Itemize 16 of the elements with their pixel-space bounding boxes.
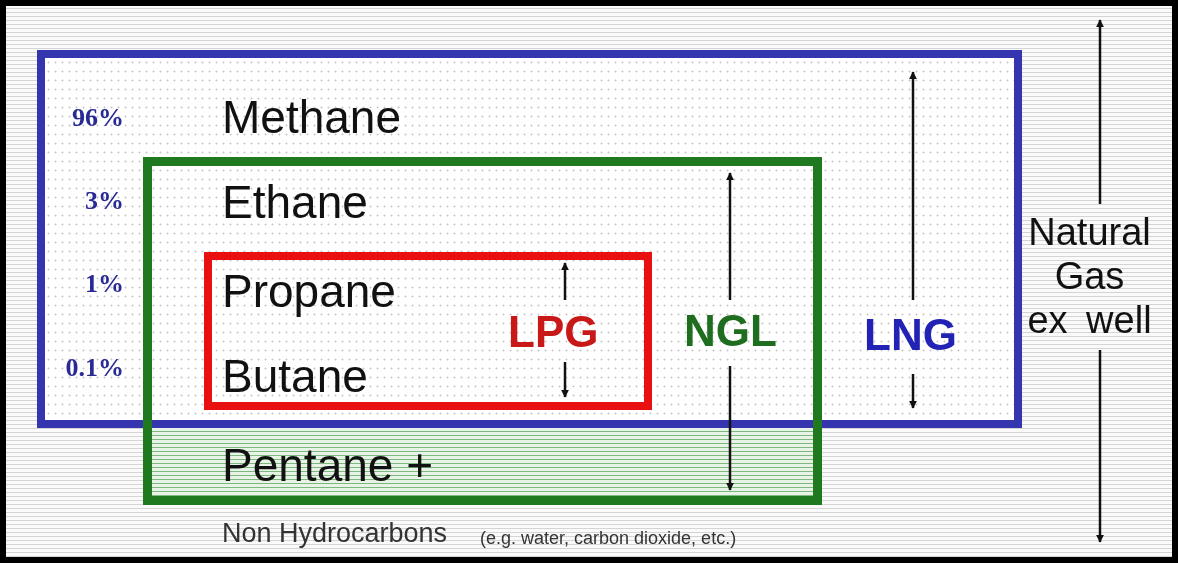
percentage-label: 96% [72,105,124,131]
component-label: Butane [222,353,368,399]
group-frame [143,157,822,505]
component-label: Methane [222,94,401,140]
percentage-label: 1% [85,271,124,297]
group-frame [204,252,652,410]
percentage-label: 0.1% [65,355,124,381]
component-label: Ethane [222,179,368,225]
group-label: LPG [508,310,599,354]
side-label: Natural Gas ex well [1026,210,1153,342]
group-label: NGL [684,309,777,353]
percentage-label: 3% [85,188,124,214]
group-frame [37,50,1022,428]
component-label: Pentane + [222,442,434,488]
note-text: (e.g. water, carbon dioxide, etc.) [480,529,737,547]
group-label: LNG [864,313,957,357]
